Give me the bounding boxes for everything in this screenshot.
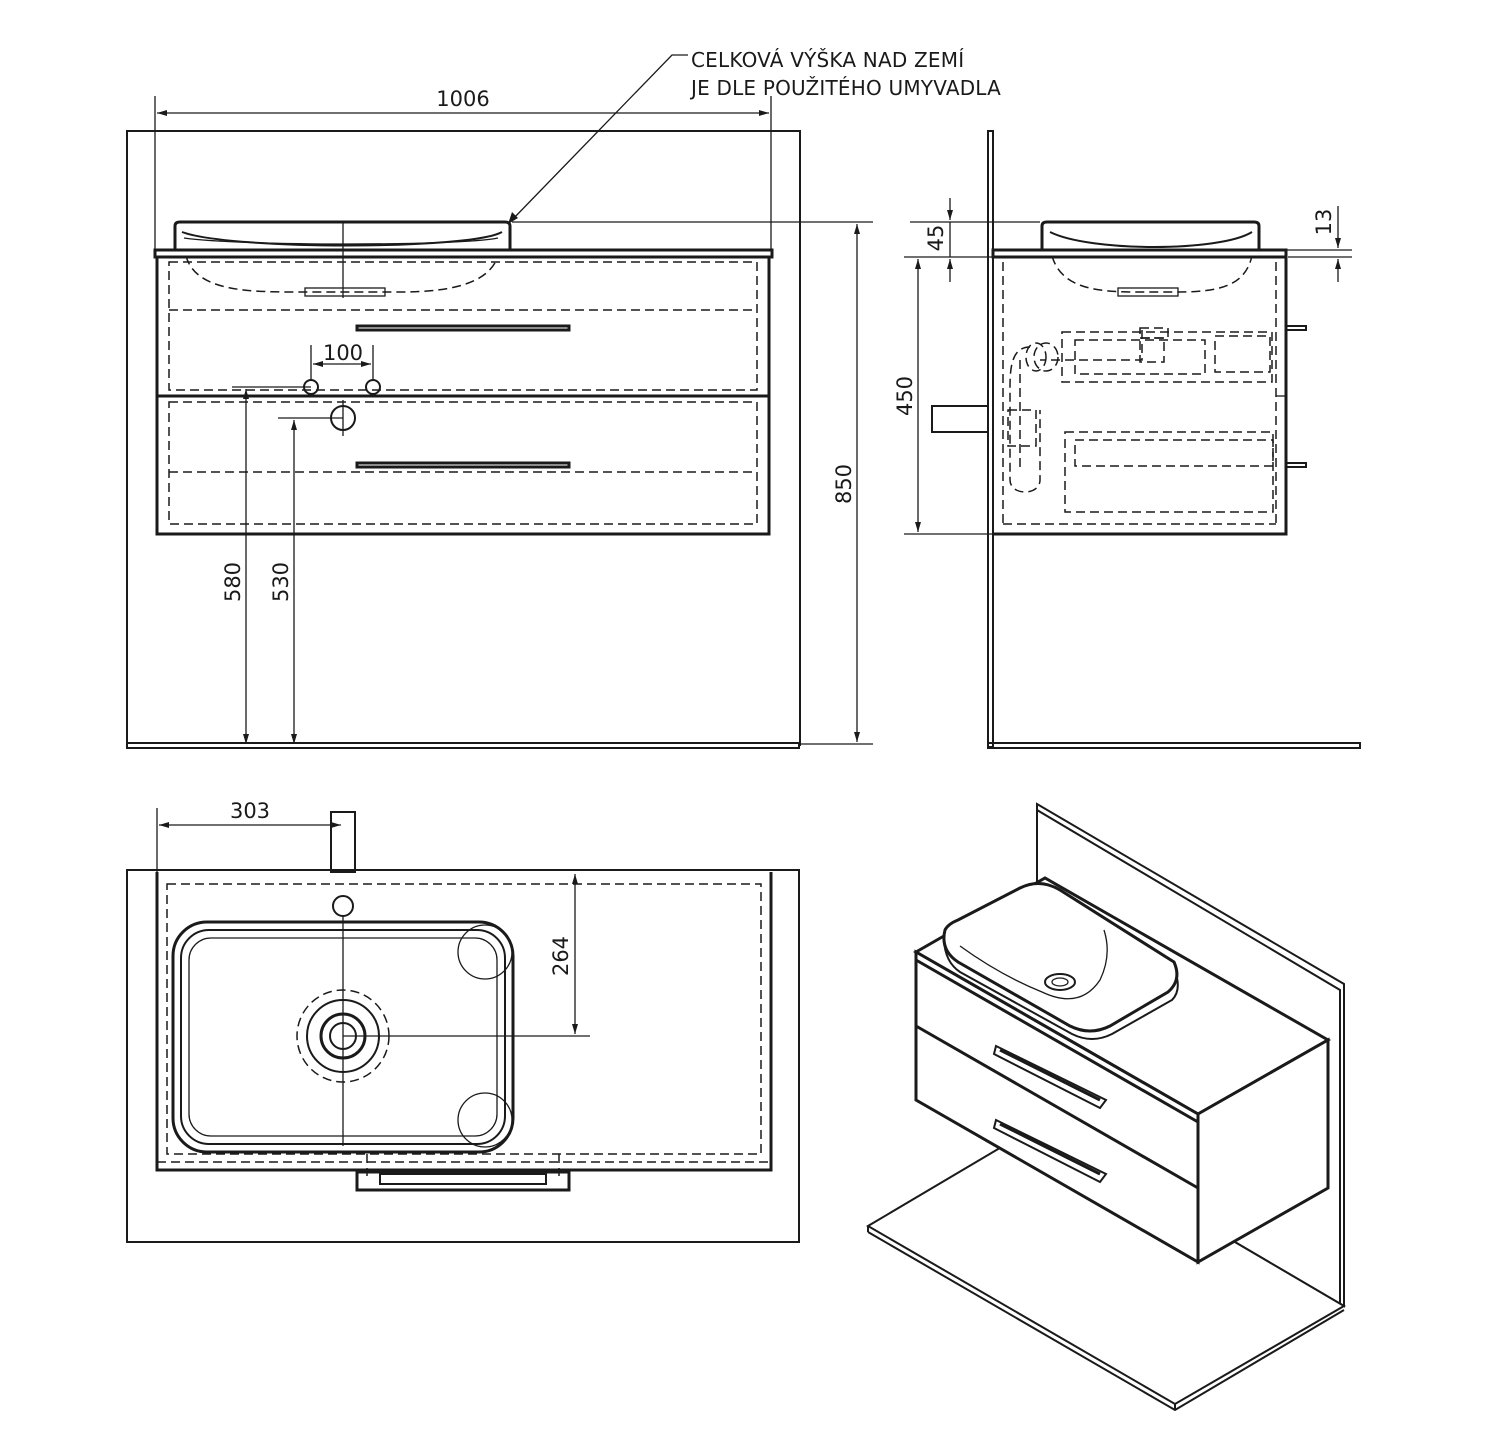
side-view: 45 13 450 [893, 130, 1361, 749]
front-handle-bottom [355, 461, 571, 469]
note-line-1: CELKOVÁ VÝŠKA NAD ZEMÍ [691, 48, 964, 72]
side-drawer-top [1061, 331, 1273, 383]
dim-tap-offset-label: 303 [230, 799, 270, 823]
iso-drawer-divider [915, 1024, 1199, 1190]
side-cabinet [993, 257, 1288, 536]
front-basin [173, 220, 512, 298]
side-floor [987, 742, 1361, 749]
front-drawer-box-top [168, 261, 758, 391]
top-wall-outline [126, 869, 800, 1243]
note-leader-arrow [508, 212, 518, 224]
dim-width-label: 1006 [436, 87, 489, 111]
iso-drain-icon [1044, 973, 1076, 991]
note-leader-line [511, 54, 688, 221]
top-view: 303 264 [126, 799, 800, 1243]
front-wall-outline [126, 130, 801, 746]
dim-tap-spacing-100: 100 [310, 341, 374, 380]
side-drawer-bottom [1064, 431, 1274, 513]
iso-handle-top [992, 1044, 1108, 1110]
iso-cabinet-side [1196, 1037, 1330, 1265]
dim-drain-depth-264: 264 [343, 874, 590, 1037]
iso-basin [942, 882, 1179, 1040]
dim-tap-offset-303: 303 [156, 799, 341, 872]
top-drawer-hidden [166, 883, 762, 1155]
front-view: 1006 100 580 530 850 [126, 87, 873, 749]
dim-basin-height-label: 45 [924, 225, 948, 252]
top-countertop [155, 872, 773, 1172]
dim-basin-offset-13: 13 [1262, 206, 1352, 282]
dim-waste-height-label: 530 [269, 562, 293, 602]
iso-floor [866, 1124, 1346, 1406]
front-drawer-box-bottom [168, 401, 758, 525]
dim-total-height-label: 850 [832, 464, 856, 504]
dim-cabinet-height-450: 450 [893, 259, 993, 535]
tap-connection-right-icon [365, 379, 381, 395]
dim-drain-depth-label: 264 [549, 936, 573, 976]
dim-tap-height-580: 580 [221, 389, 249, 744]
side-handle-top [1285, 325, 1307, 331]
front-floor [126, 742, 800, 749]
side-handle-bottom [1285, 462, 1307, 468]
side-siphon [1007, 327, 1169, 493]
isometric-view [866, 802, 1346, 1412]
front-handle-top [355, 324, 571, 332]
side-wall [987, 130, 994, 748]
top-tap-spout [330, 811, 356, 873]
dim-basin-height-45: 45 [904, 198, 1040, 282]
top-tap-hole-icon [332, 895, 354, 917]
side-wall-pipe [931, 405, 989, 433]
dim-tap-height-label: 580 [221, 562, 245, 602]
dim-basin-offset-label: 13 [1312, 209, 1336, 236]
dim-tap-spacing-label: 100 [323, 341, 363, 365]
dim-width-1006: 1006 [154, 87, 772, 250]
iso-handle-bottom [992, 1118, 1108, 1184]
note-line-2: JE DLE POUŽITÉHO UMYVADLA [689, 76, 1001, 100]
side-countertop [991, 248, 1288, 259]
top-basin [171, 916, 515, 1154]
side-basin [1040, 220, 1261, 297]
dim-total-height-850: 850 [512, 221, 873, 745]
installation-note: CELKOVÁ VÝŠKA NAD ZEMÍ JE DLE POUŽITÉHO … [508, 48, 1001, 224]
dim-cabinet-height-label: 450 [893, 376, 917, 416]
top-drawer-handle [355, 1170, 571, 1192]
dim-waste-height-530: 530 [269, 420, 297, 744]
